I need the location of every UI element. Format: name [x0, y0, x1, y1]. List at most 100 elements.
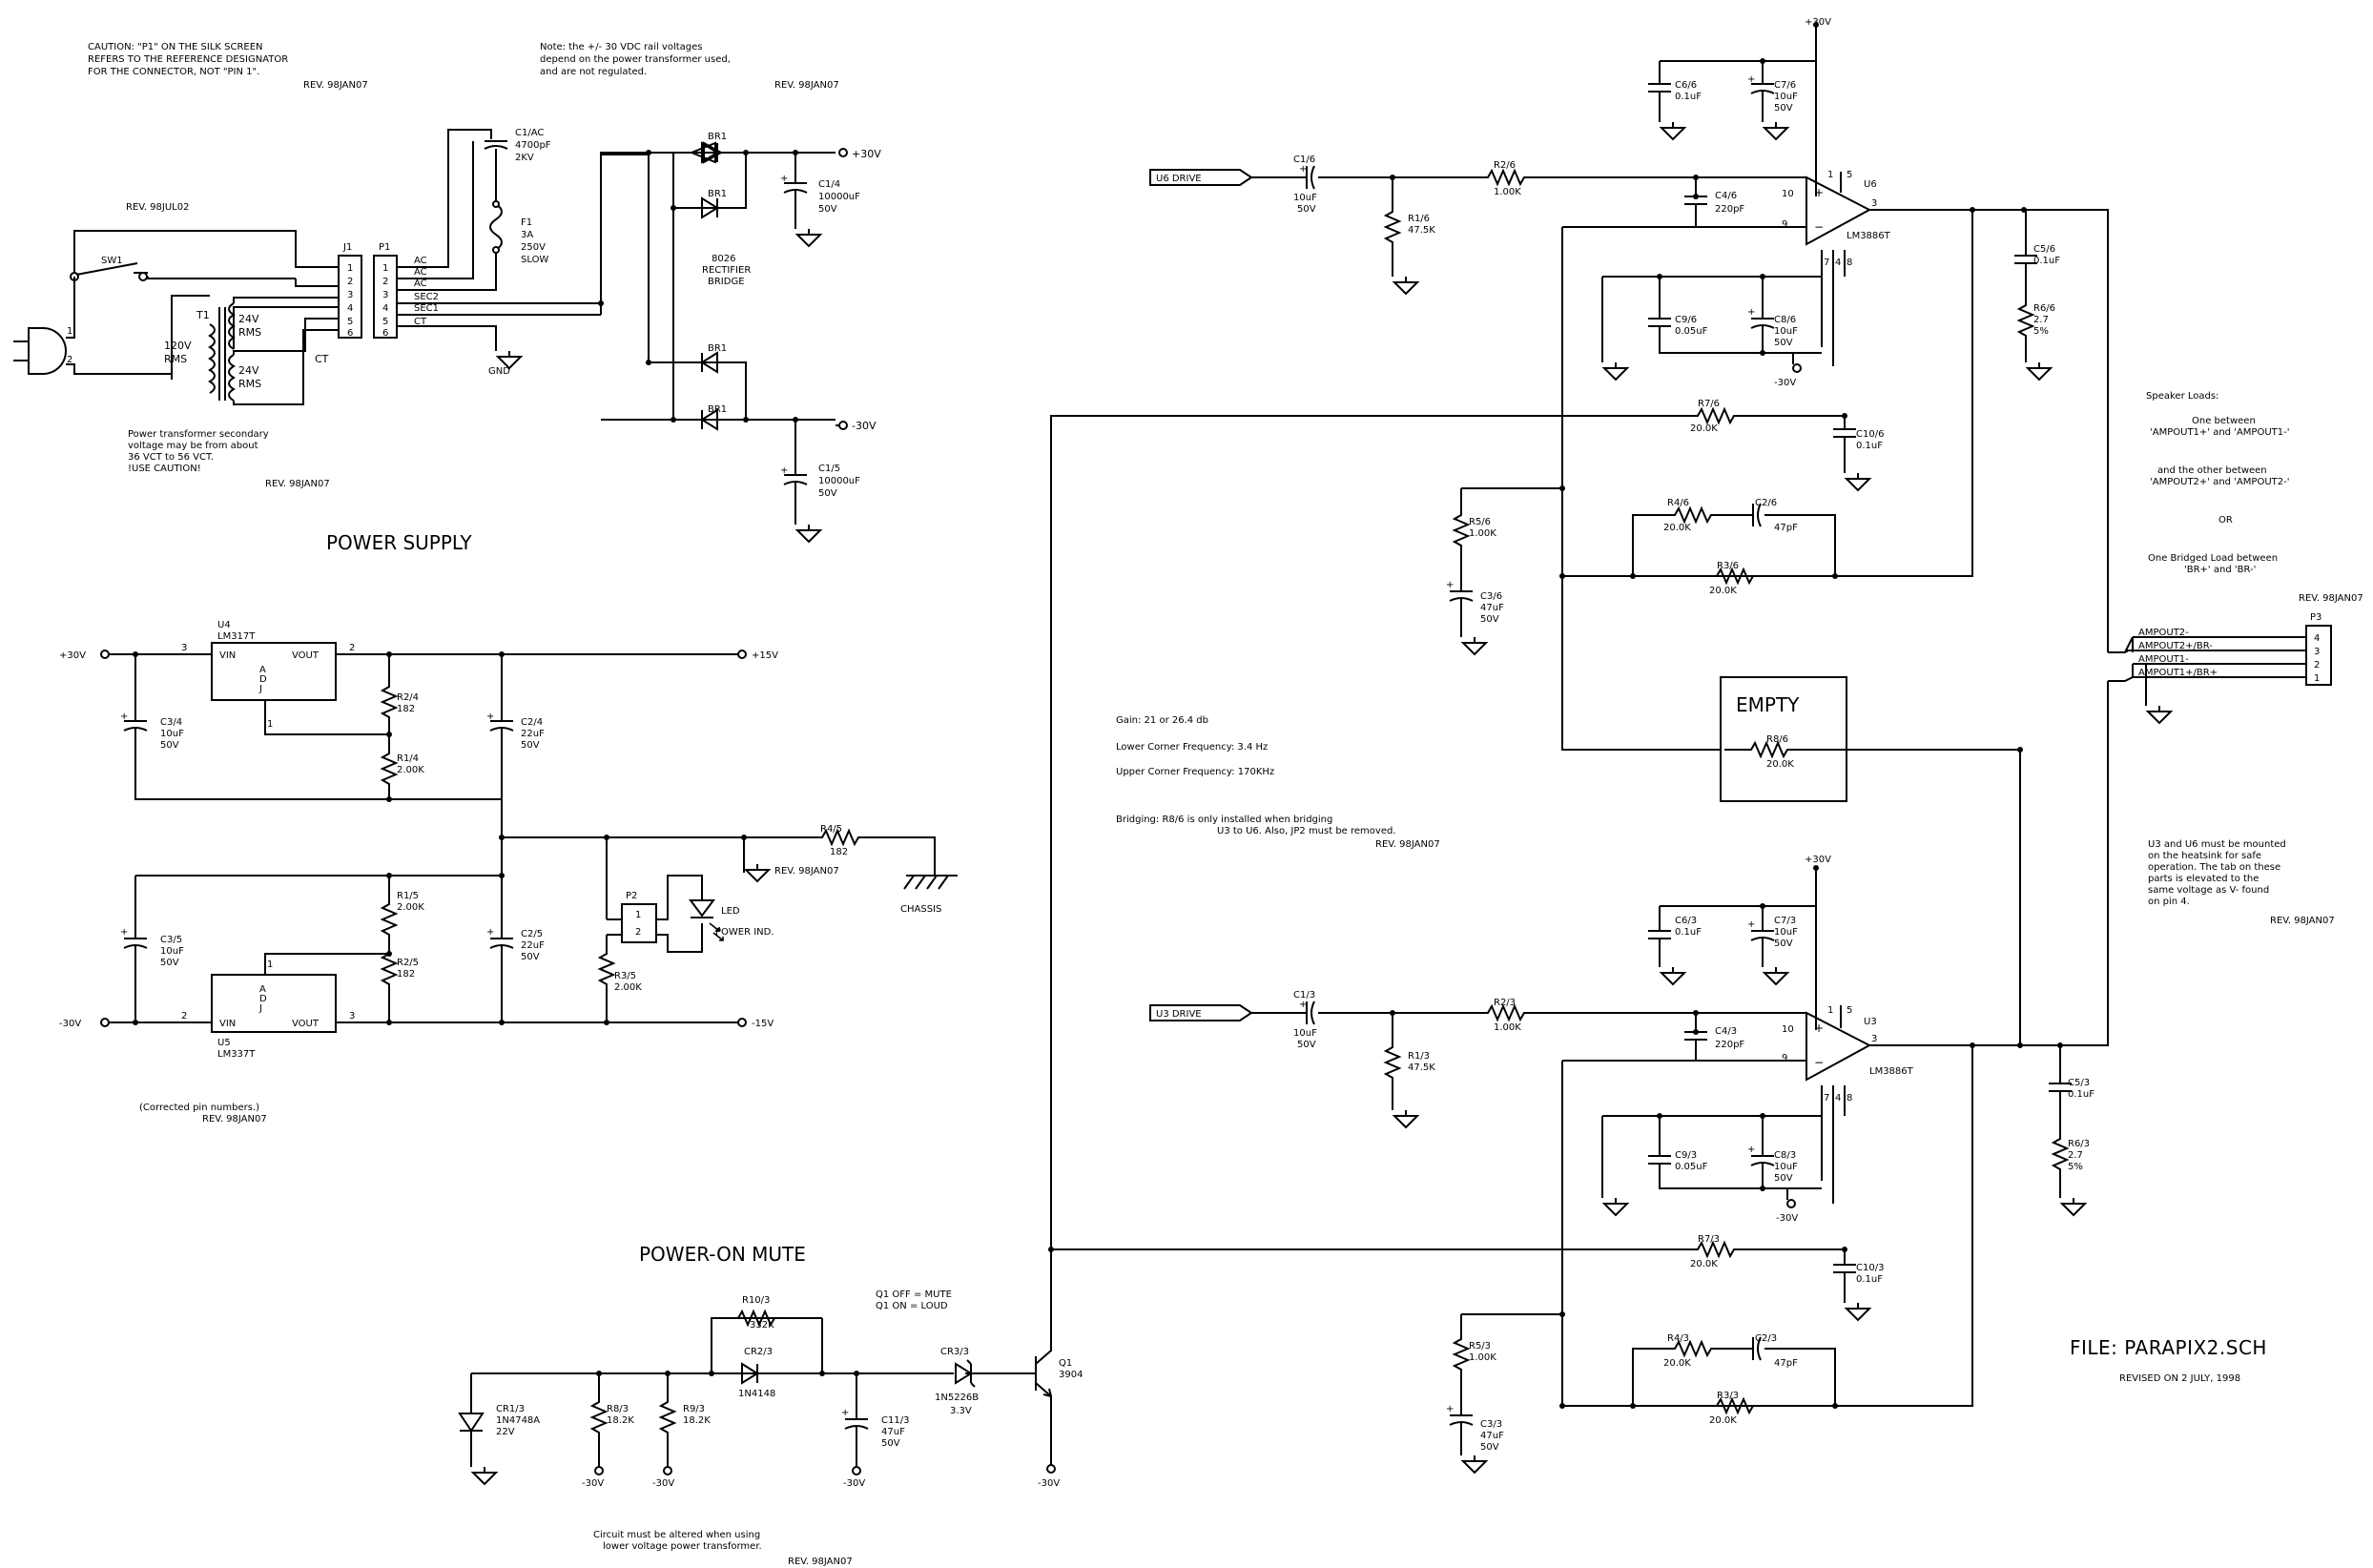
connector-j1: J1 1 2 3 4 5 6	[338, 242, 362, 339]
svg-text:SLOW: SLOW	[521, 255, 548, 265]
svg-text:AC: AC	[414, 279, 427, 289]
svg-text:9: 9	[1782, 1053, 1787, 1063]
speaker-loads-note: Speaker Loads: One between 'AMPOUT1+' an…	[2146, 391, 2289, 575]
svg-text:+: +	[486, 927, 494, 938]
svg-text:P3: P3	[2310, 612, 2321, 623]
svg-text:+: +	[1814, 186, 1824, 199]
regulator-u4	[211, 642, 337, 701]
rev-label: REV. 98JUL02	[126, 202, 189, 213]
revised-date: REVISED ON 2 JULY, 1998	[2119, 1373, 2240, 1384]
svg-text:operation. The tab on these: operation. The tab on these	[2148, 862, 2280, 873]
svg-text:10uF: 10uF	[1774, 1162, 1798, 1172]
svg-text:LM3886T: LM3886T	[1869, 1066, 1914, 1077]
svg-text:Q1: Q1	[1059, 1358, 1072, 1369]
svg-text:+: +	[1446, 1404, 1454, 1414]
svg-text:'AMPOUT2+' and 'AMPOUT2-': 'AMPOUT2+' and 'AMPOUT2-'	[2150, 477, 2289, 487]
svg-text:3A: 3A	[521, 230, 533, 240]
svg-text:SEC1: SEC1	[414, 303, 439, 314]
svg-text:0.1uF: 0.1uF	[2033, 256, 2060, 266]
svg-text:3: 3	[349, 1011, 355, 1021]
rev-label: REV. 98JAN07	[774, 866, 839, 877]
zener-diode-icon	[955, 1359, 976, 1388]
svg-text:20.0K: 20.0K	[1663, 523, 1691, 533]
connector-p3	[2305, 625, 2332, 686]
rev-label: REV. 98JAN07	[1375, 839, 1440, 850]
svg-text:50V: 50V	[1297, 1040, 1316, 1050]
svg-text:J1: J1	[342, 242, 352, 253]
svg-text:1N4148: 1N4148	[738, 1389, 775, 1399]
amplifier-u3-section: +30V C6/3 0.1uF + C7/3 10uF 50V U3 DRIVE…	[1149, 681, 2109, 1474]
svg-text:22V: 22V	[496, 1427, 515, 1437]
svg-text:+: +	[841, 1408, 849, 1418]
diode-icon	[701, 141, 719, 164]
power-supply-section: 1 2 SW1 T1 120V RMS 24V RMS 24V RMS CT J…	[13, 128, 881, 554]
heatsink-note: U3 and U6 must be mounted on the heatsin…	[2148, 839, 2335, 926]
svg-text:+: +	[1747, 919, 1755, 930]
rectifier-bridge-br1: BR1 BR1 BR1 BR1 8026 RECTIFIER BRIDGE	[600, 132, 751, 421]
svg-text:R2/5: R2/5	[397, 958, 419, 968]
svg-text:10uF: 10uF	[1293, 193, 1317, 203]
svg-text:R10/3: R10/3	[742, 1295, 770, 1306]
svg-text:8: 8	[1847, 258, 1852, 268]
svg-text:0.1uF: 0.1uF	[1675, 927, 1702, 938]
altered-note: Circuit must be altered when using	[593, 1530, 760, 1540]
svg-text:OR: OR	[2218, 515, 2233, 526]
svg-text:R9/3: R9/3	[683, 1404, 705, 1414]
svg-text:U4: U4	[217, 620, 231, 630]
svg-text:50V: 50V	[521, 740, 540, 751]
svg-text:C4/3: C4/3	[1715, 1026, 1737, 1037]
svg-text:U3 to U6. Also, JP2 must be re: U3 to U6. Also, JP2 must be removed.	[1217, 826, 1396, 836]
svg-text:0.1uF: 0.1uF	[1856, 1274, 1883, 1285]
svg-text:lower voltage power transforme: lower voltage power transformer.	[603, 1541, 762, 1552]
svg-text:1: 1	[382, 263, 388, 274]
svg-text:20.0K: 20.0K	[1709, 1415, 1737, 1426]
svg-text:U3 DRIVE: U3 DRIVE	[1156, 1009, 1202, 1020]
svg-text:3: 3	[181, 643, 187, 653]
svg-text:J: J	[258, 1003, 262, 1014]
u6-drive-port	[1149, 169, 1253, 186]
svg-text:6: 6	[347, 328, 353, 339]
svg-text:2.00K: 2.00K	[614, 982, 642, 993]
svg-text:'AMPOUT1+' and 'AMPOUT1-': 'AMPOUT1+' and 'AMPOUT1-'	[2150, 427, 2289, 438]
svg-text:C7/6: C7/6	[1774, 80, 1796, 91]
svg-text:50V: 50V	[818, 488, 837, 499]
svg-text:+: +	[120, 927, 128, 938]
svg-text:2: 2	[382, 277, 388, 287]
svg-text:LM3886T: LM3886T	[1847, 231, 1891, 241]
mute-note: Q1 OFF = MUTE	[876, 1289, 952, 1300]
svg-text:332K: 332K	[750, 1320, 774, 1331]
svg-text:1N4748A: 1N4748A	[496, 1415, 540, 1426]
svg-text:C9/6: C9/6	[1675, 315, 1697, 325]
svg-text:CHASSIS: CHASSIS	[900, 904, 941, 915]
svg-text:-30V: -30V	[1776, 1213, 1798, 1224]
svg-text:LED: LED	[721, 906, 740, 917]
svg-text:and the other between: and the other between	[2157, 465, 2267, 476]
svg-text:47uF: 47uF	[881, 1427, 905, 1437]
chassis-ground-icon	[903, 875, 958, 890]
svg-text:VIN: VIN	[219, 650, 236, 661]
svg-text:-30V: -30V	[59, 1019, 81, 1029]
diode-icon	[700, 408, 718, 431]
svg-text:+30V: +30V	[852, 148, 881, 160]
svg-text:R3/6: R3/6	[1717, 561, 1739, 571]
capacitor-c1ac: C1/AC 4700pF 2KV	[484, 128, 551, 175]
rev-label: REV. 98JAN07	[2299, 593, 2363, 604]
svg-text:voltage may be from about: voltage may be from about	[128, 441, 258, 451]
svg-text:R7/3: R7/3	[1698, 1234, 1720, 1245]
svg-text:R5/3: R5/3	[1469, 1341, 1491, 1351]
transistor-q1: Q1 3904	[1026, 1288, 1083, 1465]
svg-text:2KV: 2KV	[515, 153, 534, 163]
svg-text:1: 1	[1827, 170, 1833, 180]
svg-text:R8/3: R8/3	[607, 1404, 629, 1414]
connector-p2	[621, 903, 657, 943]
amplifier-u6-section: +30V C6/6 0.1uF + C7/6 10uF 50V U6 DRIVE…	[1149, 17, 2109, 751]
svg-text:RMS: RMS	[238, 326, 261, 339]
svg-text:CR1/3: CR1/3	[496, 1404, 525, 1414]
svg-text:182: 182	[397, 969, 415, 980]
svg-text:50V: 50V	[1297, 204, 1316, 215]
svg-text:22uF: 22uF	[521, 729, 545, 739]
svg-text:R4/3: R4/3	[1667, 1333, 1689, 1344]
svg-text:FOR THE CONNECTOR, NOT "PIN 1": FOR THE CONNECTOR, NOT "PIN 1".	[88, 67, 259, 77]
fuse-f1: F1 3A 250V SLOW	[489, 175, 548, 265]
svg-text:1: 1	[267, 959, 273, 970]
